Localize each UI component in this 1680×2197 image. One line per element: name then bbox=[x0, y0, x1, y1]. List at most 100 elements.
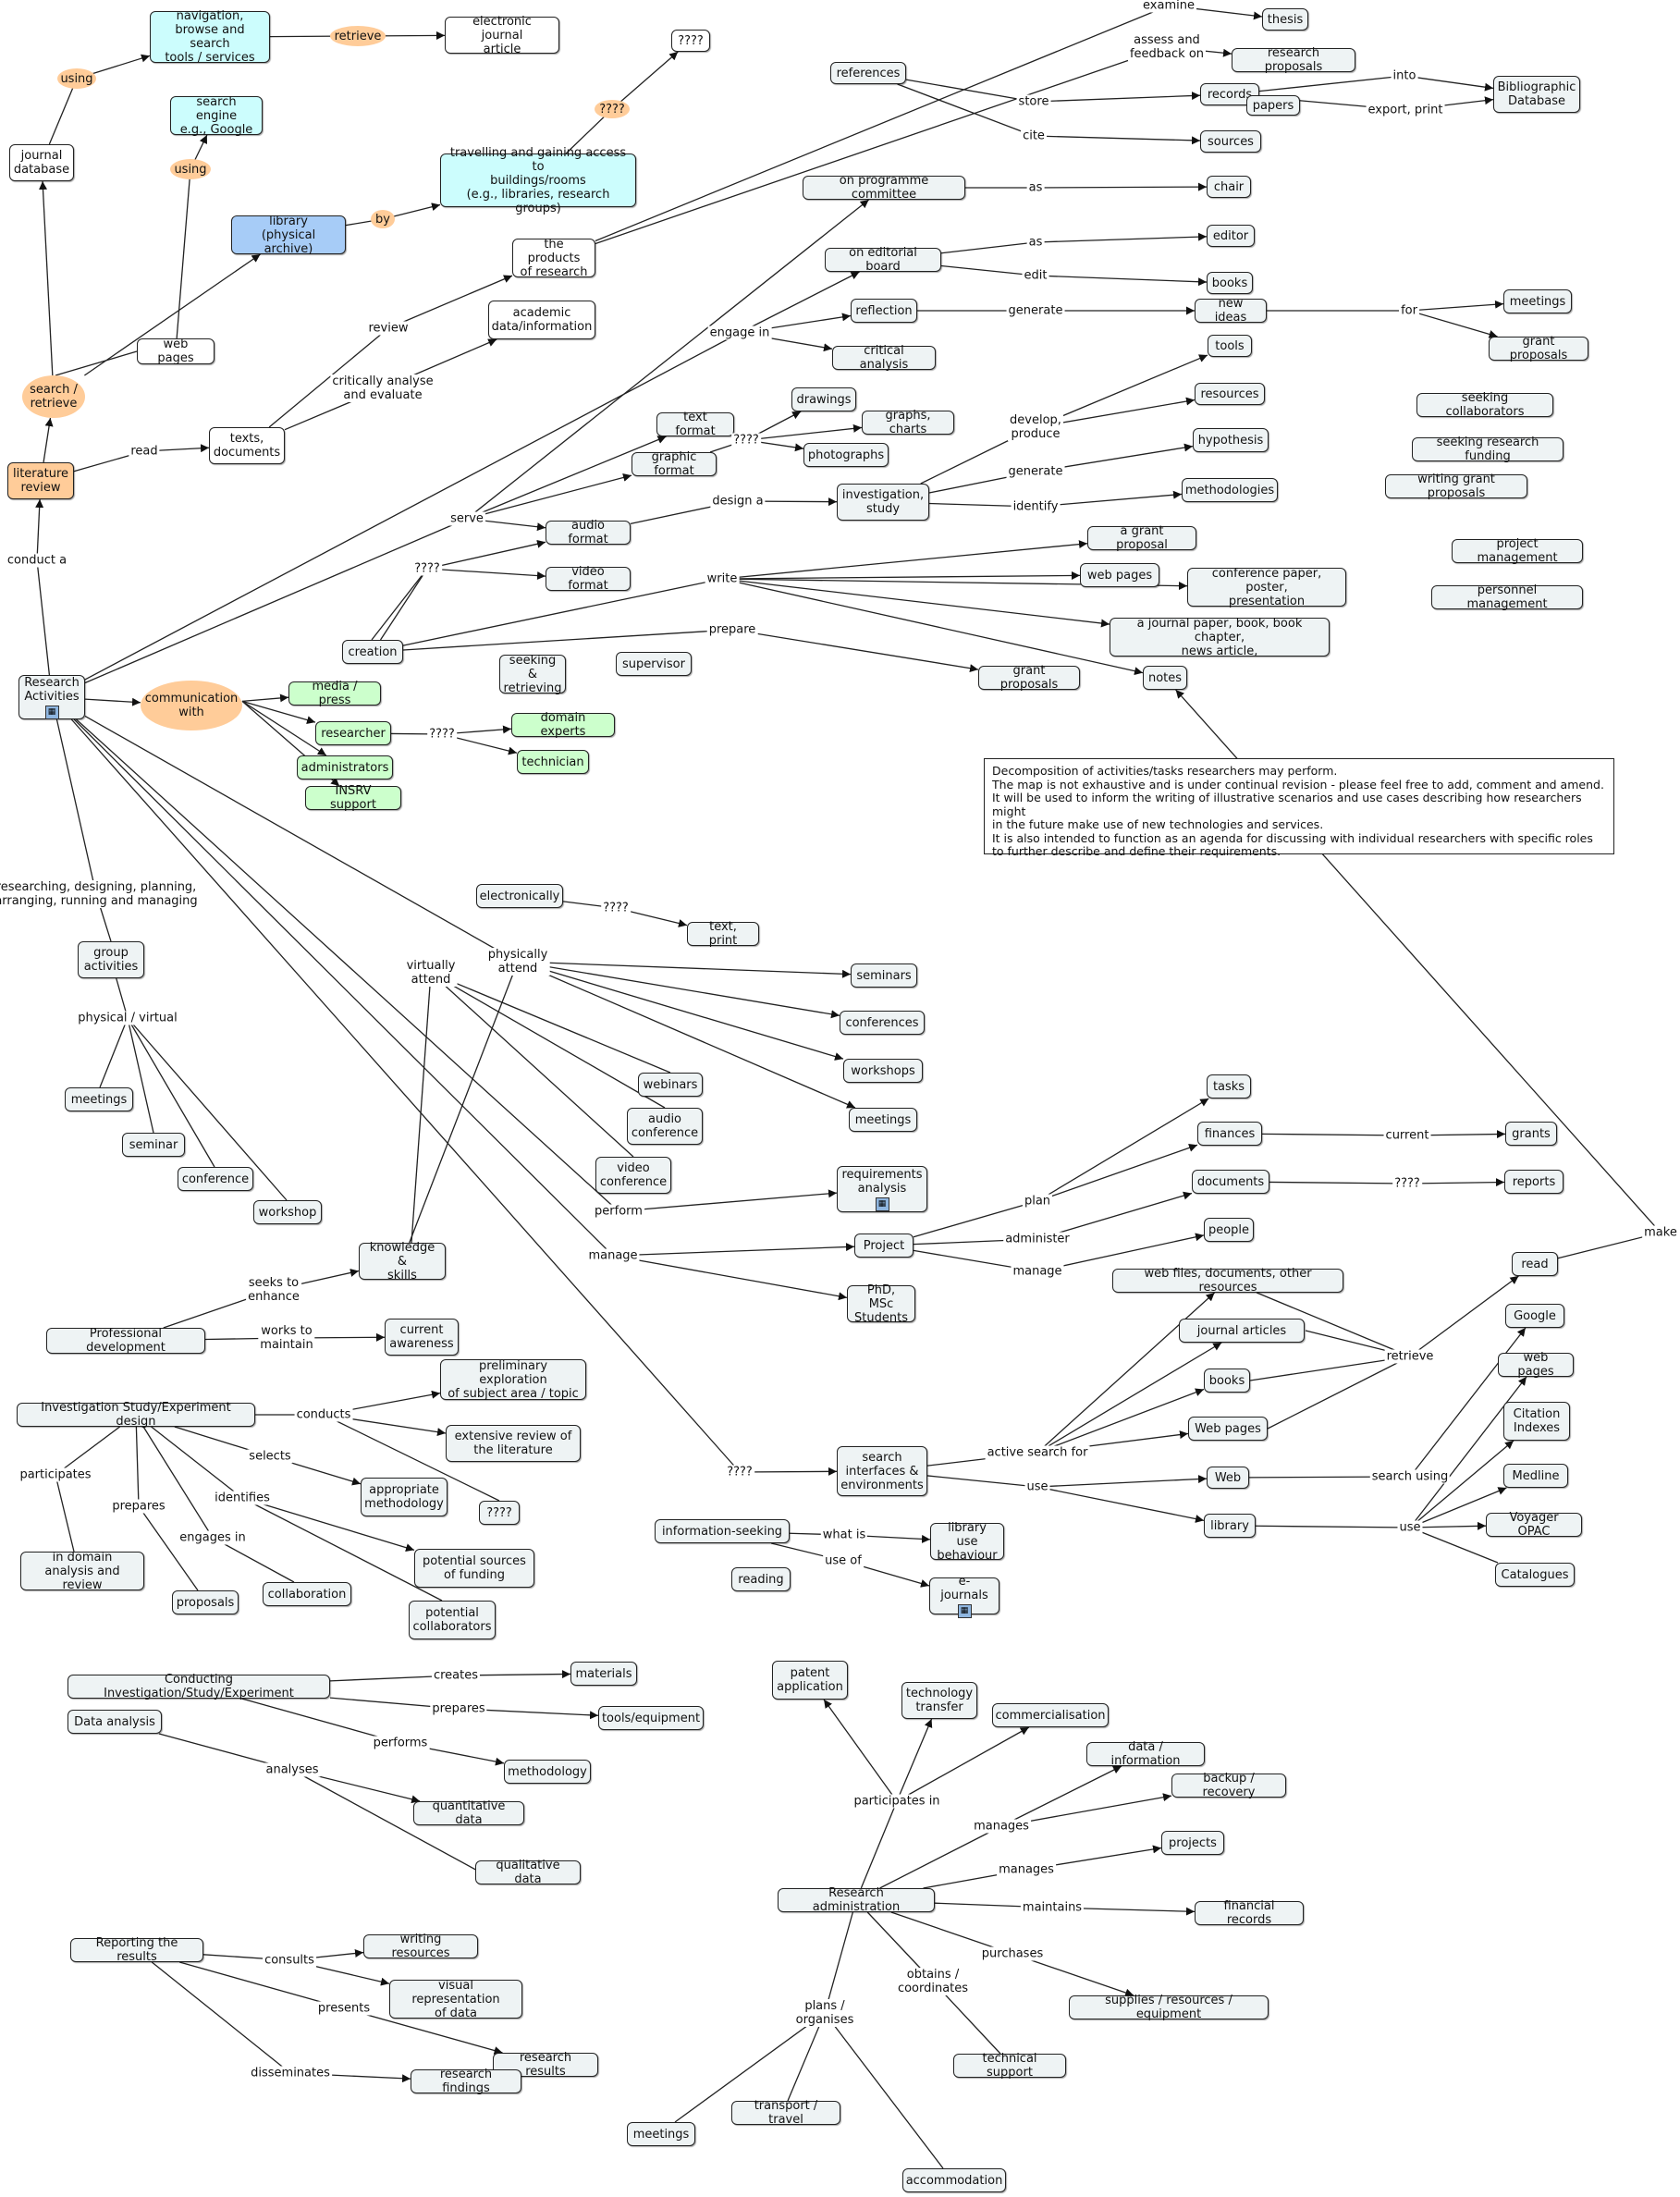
node-photographs[interactable]: photographs bbox=[803, 443, 889, 467]
node-tasks[interactable]: tasks bbox=[1207, 1074, 1251, 1098]
node-project-management[interactable]: project management bbox=[1452, 537, 1583, 565]
node-grant-proposals-top[interactable]: grant proposals bbox=[1489, 335, 1588, 362]
node-research-activities[interactable]: Research Activities▦ bbox=[18, 675, 85, 719]
node-using-2[interactable]: using bbox=[170, 159, 211, 179]
node-methodologies[interactable]: methodologies bbox=[1182, 478, 1278, 502]
node-library[interactable]: library bbox=[1204, 1514, 1256, 1538]
node-library-use-behaviour[interactable]: library use behaviour bbox=[930, 1521, 1004, 1563]
node-q-design[interactable]: ???? bbox=[479, 1501, 520, 1525]
node-phd-students[interactable]: PhD, MSc Students bbox=[847, 1283, 915, 1325]
node-web-pages-write[interactable]: web pages bbox=[1080, 563, 1159, 587]
node-citation-indexes[interactable]: Citation Indexes bbox=[1503, 1402, 1570, 1441]
node-reading[interactable]: reading bbox=[731, 1567, 791, 1591]
node-methodology[interactable]: methodology bbox=[504, 1760, 591, 1784]
node-technology-transfer[interactable]: technology transfer bbox=[901, 1682, 977, 1719]
node-research-proposals[interactable]: research proposals bbox=[1232, 46, 1355, 74]
node-books-search[interactable]: books bbox=[1204, 1369, 1250, 1393]
node-reflection[interactable]: reflection bbox=[851, 299, 917, 323]
node-web-files[interactable]: web files, documents, other resources bbox=[1112, 1267, 1343, 1295]
node-people[interactable]: people bbox=[1204, 1218, 1254, 1242]
node-media-press[interactable]: media / press bbox=[288, 680, 381, 707]
node-backup-recovery[interactable]: backup / recovery bbox=[1171, 1772, 1286, 1799]
node-resources[interactable]: resources bbox=[1195, 383, 1265, 405]
node-communication-with[interactable]: communication with bbox=[141, 681, 242, 730]
node-financial-records[interactable]: financial records bbox=[1195, 1899, 1304, 1927]
node-projects[interactable]: projects bbox=[1161, 1831, 1224, 1855]
node-in-domain-analysis[interactable]: in domain analysis and review bbox=[20, 1551, 144, 1592]
node-potential-collaborators[interactable]: potential collaborators bbox=[409, 1601, 496, 1639]
node-literature-review[interactable]: literature review bbox=[7, 462, 74, 499]
node-references[interactable]: references bbox=[830, 62, 906, 84]
node-voyager-opac[interactable]: Voyager OPAC bbox=[1486, 1511, 1582, 1539]
node-chair[interactable]: chair bbox=[1207, 176, 1251, 198]
node-electronically[interactable]: electronically bbox=[476, 884, 563, 908]
node-qualitative-data[interactable]: qualitative data bbox=[475, 1859, 581, 1886]
node-writing-grant-proposals[interactable]: writing grant proposals bbox=[1385, 473, 1527, 500]
node-google[interactable]: Google bbox=[1505, 1304, 1564, 1328]
node-conducting-investigation[interactable]: Conducting Investigation/Study/Experimen… bbox=[67, 1673, 330, 1700]
node-editor[interactable]: editor bbox=[1207, 225, 1255, 247]
node-programme-committee[interactable]: on programme committee bbox=[803, 174, 965, 202]
node-group-activities[interactable]: group activities bbox=[78, 941, 144, 978]
node-by-oval[interactable]: by bbox=[371, 210, 395, 228]
node-video-format[interactable]: video format bbox=[546, 565, 631, 593]
node-web-pages-left[interactable]: web pages bbox=[137, 338, 215, 365]
node-read[interactable]: read bbox=[1512, 1252, 1558, 1276]
node-audio-conference[interactable]: audio conference bbox=[627, 1108, 703, 1145]
node-workshops[interactable]: workshops bbox=[843, 1059, 923, 1083]
node-navigation-tools[interactable]: navigation, browse and search tools / se… bbox=[150, 9, 270, 65]
document-icon[interactable]: ▦ bbox=[44, 705, 59, 719]
node-requirements-analysis[interactable]: requirements analysis▦ bbox=[837, 1166, 927, 1212]
node-preliminary-exploration[interactable]: preliminary exploration of subject area … bbox=[440, 1359, 586, 1401]
node-journal-articles[interactable]: journal articles bbox=[1179, 1319, 1305, 1343]
node-sources[interactable]: sources bbox=[1200, 130, 1261, 153]
node-conferences[interactable]: conferences bbox=[840, 1011, 925, 1035]
node-bibliographic-database[interactable]: Bibliographic Database bbox=[1493, 76, 1580, 113]
node-project[interactable]: Project bbox=[854, 1234, 914, 1258]
node-seeking-collaborators[interactable]: seeking collaborators bbox=[1416, 391, 1553, 419]
node-text-format[interactable]: text format bbox=[656, 411, 734, 438]
node-supplies[interactable]: supplies / resources / equipment bbox=[1069, 1994, 1269, 2021]
node-a-grant-proposal[interactable]: a grant proposal bbox=[1087, 524, 1196, 552]
node-appropriate-methodology[interactable]: appropriate methodology bbox=[361, 1478, 448, 1516]
node-web[interactable]: Web bbox=[1207, 1467, 1249, 1489]
node-data-analysis[interactable]: Data analysis bbox=[67, 1710, 162, 1734]
node-potential-funding[interactable]: potential sources of funding bbox=[414, 1549, 534, 1588]
node-grant-proposals-prep[interactable]: grant proposals bbox=[978, 664, 1080, 692]
node-technical-support[interactable]: technical support bbox=[953, 2052, 1066, 2080]
node-creation[interactable]: creation bbox=[342, 640, 403, 664]
node-administrators[interactable]: administrators bbox=[297, 755, 393, 779]
node-editorial-board[interactable]: on editorial board bbox=[825, 246, 941, 274]
node-information-seeking[interactable]: information-seeking bbox=[655, 1519, 790, 1543]
node-meetings-group[interactable]: meetings bbox=[65, 1087, 133, 1111]
node-reporting-results[interactable]: Reporting the results bbox=[70, 1936, 203, 1964]
node-visual-representation[interactable]: visual representation of data bbox=[389, 1979, 522, 2020]
node-conference-paper[interactable]: conference paper, poster, presentation bbox=[1187, 567, 1346, 608]
node-seeking-retrieving[interactable]: seeking & retrieving bbox=[499, 654, 566, 695]
node-search-engine[interactable]: search engine e.g., Google bbox=[170, 95, 263, 137]
node-new-ideas[interactable]: new ideas bbox=[1195, 297, 1267, 325]
node-data-information[interactable]: data / information bbox=[1086, 1740, 1205, 1768]
node-documents[interactable]: documents bbox=[1192, 1170, 1269, 1194]
node-video-conference[interactable]: video conference bbox=[595, 1157, 671, 1194]
node-critical-analysis[interactable]: critical analysis bbox=[832, 344, 936, 372]
node-supervisor[interactable]: supervisor bbox=[616, 652, 692, 676]
node-products-of-research[interactable]: the products of research bbox=[512, 238, 595, 279]
node-catalogues[interactable]: Catalogues bbox=[1495, 1563, 1575, 1587]
node-hypothesis[interactable]: hypothesis bbox=[1193, 428, 1269, 452]
node-researcher[interactable]: researcher bbox=[315, 721, 391, 745]
node-extensive-review[interactable]: extensive review of the literature bbox=[446, 1425, 581, 1462]
node-knowledge-skills[interactable]: knowledge & skills bbox=[359, 1241, 446, 1283]
node-investigation-study[interactable]: investigation, study bbox=[837, 484, 929, 521]
node-q-top[interactable]: ???? bbox=[671, 30, 710, 52]
node-library-physical[interactable]: library (physical archive) bbox=[231, 215, 346, 256]
node-search-retrieve[interactable]: search / retrieve bbox=[22, 375, 85, 418]
node-tools[interactable]: tools bbox=[1208, 335, 1252, 357]
node-meetings-attend[interactable]: meetings bbox=[849, 1108, 917, 1132]
node-web-pages-right[interactable]: web pages bbox=[1498, 1351, 1574, 1379]
node-tools-equipment[interactable]: tools/equipment bbox=[598, 1706, 704, 1730]
node-notes[interactable]: notes bbox=[1143, 666, 1187, 690]
node-journal-database[interactable]: journal database bbox=[9, 144, 74, 181]
node-academic-data[interactable]: academic data/information bbox=[488, 301, 595, 339]
node-retrieve-oval[interactable]: retrieve bbox=[330, 26, 386, 46]
